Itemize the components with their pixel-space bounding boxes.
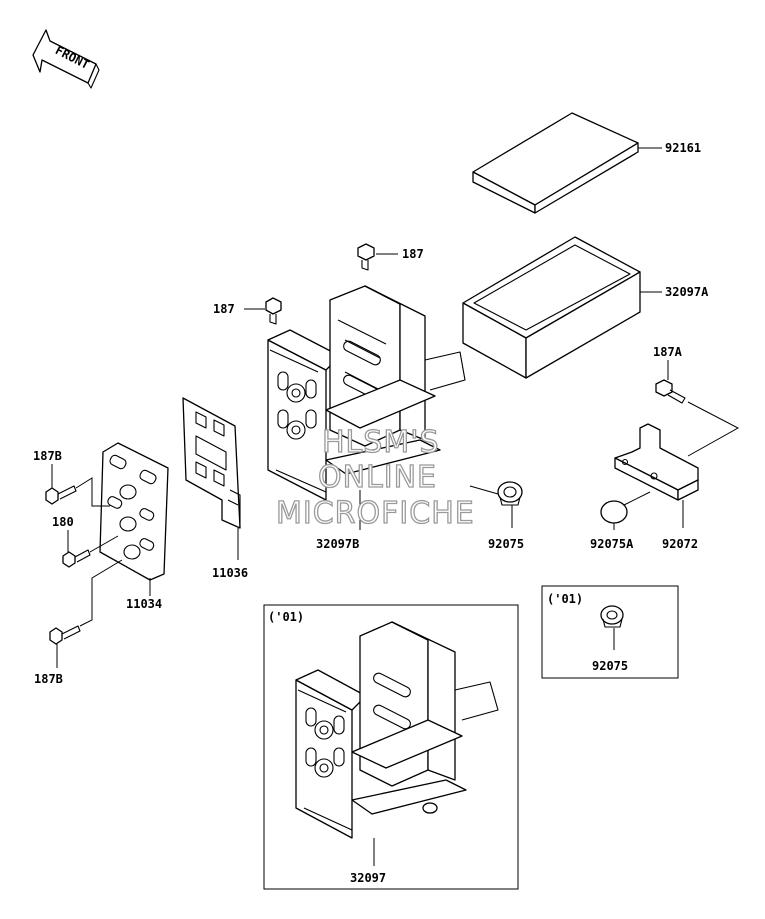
callout-32097B: 32097B [316,537,359,551]
front-arrow-icon: FRONT [32,29,100,89]
bolt-187-top [357,243,375,271]
part-92075-grommet-inset [600,605,624,628]
bolt-187A [655,379,686,404]
callout-92075-inset: 92075 [592,659,628,673]
callout-32097A: 32097A [665,285,709,299]
part-32097A-box [462,236,641,379]
inset-large-label: ('01) [268,610,304,624]
callout-92075A: 92075A [590,537,634,551]
part-11034-plate [99,442,169,581]
part-32097-bracket [295,621,499,839]
callout-11034: 11034 [126,597,162,611]
part-92072-bracket [614,423,699,501]
part-92161-pad [472,112,639,214]
callout-92075: 92075 [488,537,524,551]
part-11036-plate [182,397,241,529]
inset-large-frame [263,604,519,890]
watermark-line3: MICROFICHE [276,496,475,531]
watermark-line1: HLSM'S [322,425,440,460]
callout-92161: 92161 [665,141,701,155]
callout-92072: 92072 [662,537,698,551]
watermark: HLSM'S ONLINE MICROFICHE [275,424,475,531]
watermark-line2: ONLINE [318,460,437,495]
bolt-187B-bottom [49,625,81,645]
callout-187-top: 187 [402,247,424,261]
callout-187B-top: 187B [33,449,62,463]
bolt-187-left [265,297,282,325]
callout-32097: 32097 [350,871,386,885]
callout-187B-bottom: 187B [34,672,63,686]
bolt-187B-top [45,485,77,505]
inset-small-label: ('01) [547,592,583,606]
callout-187-left: 187 [213,302,235,316]
callout-187A: 187A [653,345,683,359]
callout-180: 180 [52,515,74,529]
part-92075A-cap [600,500,628,524]
callout-11036: 11036 [212,566,248,580]
screw-180 [62,549,91,568]
part-32097B-bracket [267,285,466,501]
inset-small-frame [541,585,679,679]
part-92075-grommet [497,481,523,506]
